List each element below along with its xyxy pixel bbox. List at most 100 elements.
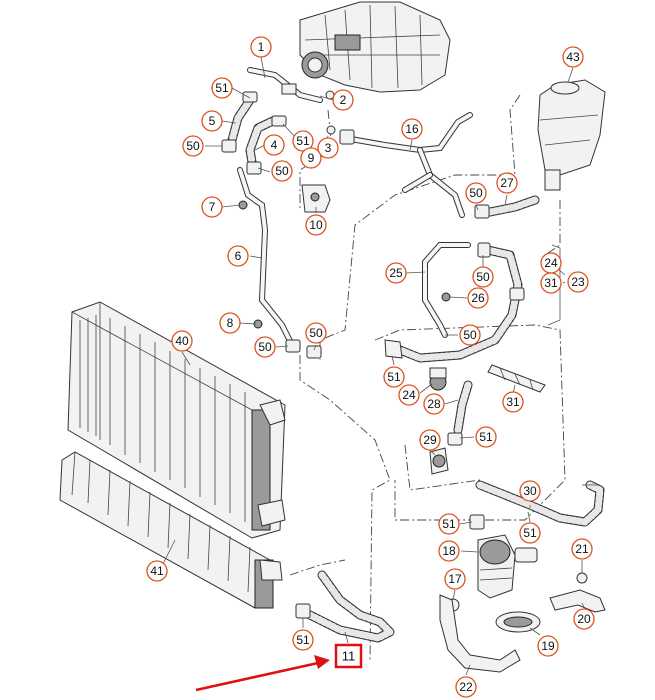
svg-text:41: 41	[150, 564, 164, 578]
red-pointer-arrow	[195, 655, 330, 692]
callout-8: 8	[219, 312, 241, 334]
pipe-6	[237, 167, 295, 348]
highlighted-callout-11[interactable]: 11	[334, 643, 363, 669]
callout-24: 24	[398, 384, 420, 406]
callout-10: 10	[305, 214, 327, 236]
pump-18	[469, 514, 538, 599]
callout-29: 29	[419, 429, 441, 451]
callout-5: 5	[201, 110, 223, 132]
callout-17: 17	[444, 568, 466, 590]
svg-text:51: 51	[296, 134, 310, 148]
callout-28: 28	[423, 393, 445, 415]
callout-23: 23	[567, 271, 589, 293]
svg-text:27: 27	[500, 176, 514, 190]
intercooler-41	[59, 451, 283, 609]
svg-text:28: 28	[427, 397, 441, 411]
callout-50: 50	[472, 266, 494, 288]
svg-text:11: 11	[342, 649, 356, 664]
svg-text:43: 43	[566, 50, 580, 64]
seal-19	[495, 611, 541, 633]
bracket-22	[439, 594, 521, 673]
svg-text:50: 50	[469, 186, 483, 200]
callout-21: 21	[571, 538, 593, 560]
svg-text:51: 51	[296, 633, 310, 647]
callout-27: 27	[496, 172, 518, 194]
hose-11	[295, 570, 395, 643]
svg-text:16: 16	[405, 122, 419, 136]
leader-lines	[161, 56, 585, 676]
callout-43: 43	[562, 46, 584, 68]
callout-41: 41	[146, 560, 168, 582]
svg-text:22: 22	[459, 680, 473, 694]
svg-text:31: 31	[506, 395, 520, 409]
svg-text:51: 51	[215, 81, 229, 95]
svg-text:50: 50	[309, 326, 323, 340]
svg-text:8: 8	[227, 316, 234, 330]
svg-text:20: 20	[577, 612, 591, 626]
callout-51: 51	[475, 426, 497, 448]
bracket-20	[549, 589, 606, 613]
hose-27	[474, 195, 540, 219]
radiator-40	[67, 301, 286, 539]
callout-2: 2	[332, 89, 354, 111]
callout-24: 24	[540, 252, 562, 274]
callout-50: 50	[271, 160, 293, 182]
bracket-31	[487, 364, 546, 393]
svg-text:17: 17	[448, 572, 462, 586]
callout-51: 51	[292, 629, 314, 651]
callout-25: 25	[385, 262, 407, 284]
callout-3: 3	[317, 137, 339, 159]
dash-radiator-down	[299, 355, 391, 661]
callout-50: 50	[254, 336, 276, 358]
svg-text:9: 9	[308, 151, 315, 165]
svg-text:3: 3	[325, 141, 332, 155]
svg-text:26: 26	[471, 291, 485, 305]
svg-text:51: 51	[442, 517, 456, 531]
callout-26: 26	[467, 287, 489, 309]
callout-6: 6	[227, 245, 249, 267]
svg-text:5: 5	[209, 114, 216, 128]
callout-4: 4	[263, 134, 285, 156]
bracket-10	[301, 184, 331, 213]
svg-text:2: 2	[340, 93, 347, 107]
callout-22: 22	[455, 676, 477, 698]
svg-text:7: 7	[209, 200, 216, 214]
callout-51: 51	[383, 366, 405, 388]
dash-lower	[289, 559, 346, 576]
callout-40: 40	[171, 330, 193, 352]
callout-50: 50	[459, 324, 481, 346]
hose-4	[245, 115, 280, 167]
callout-31: 31	[502, 391, 524, 413]
callout-18: 18	[438, 540, 460, 562]
hose-main	[395, 242, 525, 363]
callout-50: 50	[305, 322, 327, 344]
callout-19: 19	[537, 635, 559, 657]
callout-30: 30	[519, 480, 541, 502]
svg-text:1: 1	[258, 40, 265, 54]
svg-text:24: 24	[402, 388, 416, 402]
clamps-pipe6-bottom	[285, 339, 322, 359]
callout-20: 20	[573, 608, 595, 630]
dash-region-reservoir	[319, 94, 521, 360]
callout-1: 1	[250, 36, 272, 58]
svg-text:4: 4	[271, 138, 278, 152]
svg-text:21: 21	[575, 542, 589, 556]
callout-51: 51	[438, 513, 460, 535]
svg-text:51: 51	[479, 430, 493, 444]
svg-text:50: 50	[476, 270, 490, 284]
bolt-21	[576, 572, 588, 584]
svg-text:10: 10	[309, 218, 323, 232]
svg-text:25: 25	[389, 266, 403, 280]
svg-text:50: 50	[275, 164, 289, 178]
callout-9: 9	[300, 147, 322, 169]
svg-text:24: 24	[544, 256, 558, 270]
callout-51: 51	[211, 77, 233, 99]
hose-30	[475, 480, 605, 527]
svg-text:19: 19	[541, 639, 555, 653]
svg-text:31: 31	[544, 276, 558, 290]
svg-text:6: 6	[235, 249, 242, 263]
expansion-tank	[537, 79, 606, 191]
callout-7: 7	[201, 196, 223, 218]
